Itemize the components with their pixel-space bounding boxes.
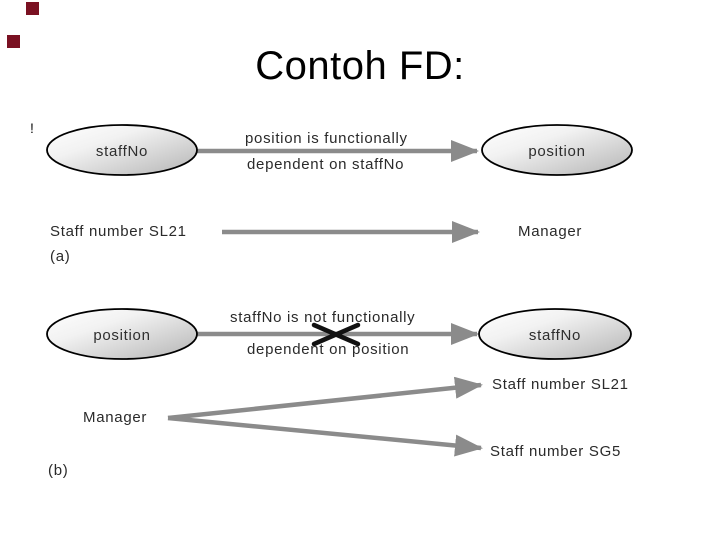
arrow-b-example-top — [167, 376, 483, 421]
entity-label-staffno-a: staffNo — [95, 143, 149, 160]
entity-ellipse-staffno-a — [46, 124, 198, 176]
arrow-b-example-bottom — [167, 415, 483, 457]
entity-label-staffno-b: staffNo — [528, 327, 582, 344]
example-b-target-bottom: Staff number SG5 — [490, 443, 621, 460]
not-functional-cross-icon — [311, 322, 361, 347]
example-b-target-top: Staff number SL21 — [492, 376, 629, 393]
part-label-b: (b) — [48, 462, 69, 479]
example-b-source: Manager — [83, 409, 148, 426]
entity-ellipse-position-a — [481, 124, 633, 176]
page-title: Contoh FD: — [255, 44, 465, 88]
example-a-target: Manager — [518, 223, 583, 240]
part-label-a: (a) — [50, 248, 71, 265]
caption-b-line1: staffNo is not functionally — [230, 309, 416, 326]
entity-ellipse-staffno-b — [478, 308, 632, 360]
entity-label-position-a: position — [528, 143, 586, 160]
entity-ellipse-position-b — [46, 308, 198, 360]
caption-a-line2: dependent on staffNo — [247, 156, 405, 173]
entity-label-position-b: position — [93, 327, 151, 344]
decor-square-top — [26, 2, 39, 15]
note-marker: ! — [30, 120, 35, 136]
example-a-source: Staff number SL21 — [50, 223, 187, 240]
decor-square-left — [7, 35, 20, 48]
caption-a-line1: position is functionally — [245, 130, 408, 147]
caption-b-line2: dependent on position — [247, 341, 410, 358]
